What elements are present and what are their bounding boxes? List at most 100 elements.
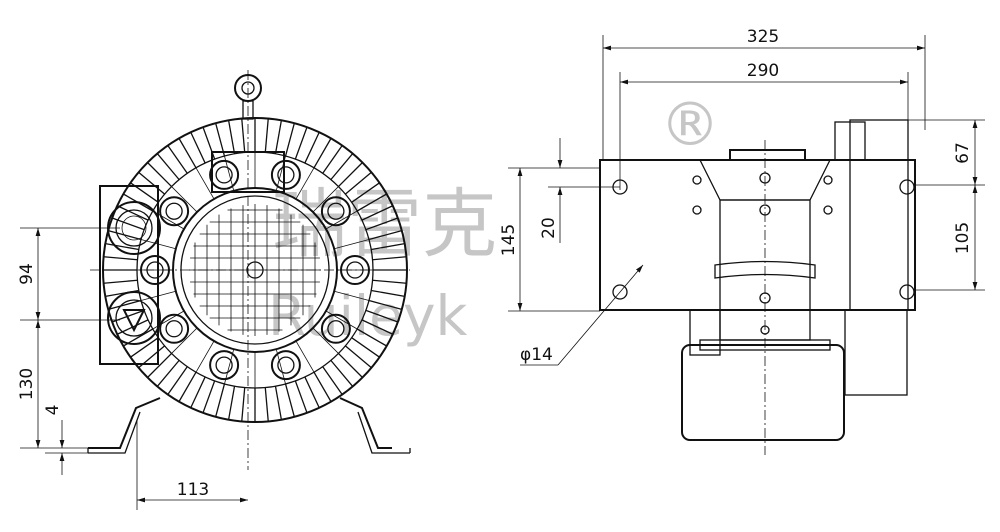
watermark-registered: ®: [660, 90, 720, 160]
fin: [344, 345, 372, 369]
mounting-feet: [88, 397, 392, 449]
fin: [365, 309, 399, 323]
fin: [138, 171, 166, 195]
mounting-flange: [599, 159, 916, 311]
bolt-boss: [320, 313, 351, 344]
fin: [330, 153, 354, 181]
port-flange: [99, 185, 159, 365]
fin: [371, 289, 405, 298]
dim-20: 20: [539, 217, 559, 239]
bolt-boss: [159, 313, 190, 344]
side-view: [599, 119, 916, 455]
rib: [312, 186, 339, 213]
fin: [361, 319, 394, 335]
fin: [190, 376, 206, 409]
rib: [195, 340, 215, 373]
mount-hole: [612, 284, 628, 300]
fin: [274, 386, 283, 420]
fin: [156, 153, 180, 181]
rib: [171, 186, 198, 213]
bolt-boss: [209, 159, 240, 190]
fin: [241, 387, 246, 422]
fin: [368, 230, 402, 241]
front-view: [87, 70, 411, 470]
motor-body: [681, 344, 845, 441]
fin: [351, 337, 380, 358]
terminal-box-side: [849, 119, 909, 311]
bolt-icon: [327, 320, 345, 338]
fin: [294, 380, 308, 414]
fin: [313, 371, 332, 402]
mount-hole: [899, 179, 915, 195]
rib: [325, 210, 358, 230]
bolt-icon: [277, 166, 295, 184]
bolt-icon: [327, 202, 345, 220]
fin: [294, 126, 308, 160]
dim-325: 325: [747, 27, 779, 47]
fin: [190, 131, 206, 164]
fin: [227, 386, 236, 420]
dim-67: 67: [953, 142, 973, 164]
bolt-icon: [165, 320, 183, 338]
dim-113: 113: [177, 480, 209, 500]
fin: [337, 352, 363, 378]
front-dimensions: 94 130 4 113: [17, 227, 248, 510]
mount-hole: [899, 284, 915, 300]
dim-130: 130: [17, 368, 37, 400]
fin: [372, 256, 407, 261]
fin: [103, 279, 138, 284]
rib: [312, 327, 339, 354]
rib: [295, 340, 315, 373]
bolt-icon: [215, 166, 233, 184]
fin: [264, 118, 269, 153]
fin: [365, 217, 399, 231]
fin: [108, 299, 142, 310]
dim-94: 94: [17, 263, 37, 285]
fin: [344, 171, 372, 195]
fin: [130, 337, 159, 358]
rib: [334, 290, 370, 301]
rib: [195, 167, 215, 200]
fin: [322, 366, 343, 395]
dim-290: 290: [747, 61, 779, 81]
fin: [356, 328, 387, 347]
fin: [116, 205, 149, 221]
fin: [284, 383, 295, 417]
fin: [371, 242, 405, 251]
fin: [178, 371, 197, 402]
fin: [304, 376, 320, 409]
fin: [147, 352, 173, 378]
fin: [241, 118, 246, 153]
fin: [227, 120, 236, 154]
bolt-icon: [277, 356, 295, 374]
bolt-icon: [215, 356, 233, 374]
fin: [178, 138, 197, 169]
fin: [304, 131, 320, 164]
fin: [313, 138, 332, 169]
fin: [372, 279, 407, 284]
fin: [105, 242, 139, 251]
fin: [337, 162, 363, 188]
fin: [274, 120, 283, 154]
bolt-boss: [270, 159, 301, 190]
fin: [147, 162, 173, 188]
fin: [264, 387, 269, 422]
bolt-boss: [159, 196, 190, 227]
fin: [361, 205, 394, 221]
rib: [334, 239, 370, 250]
fin: [215, 383, 226, 417]
dim-145: 145: [499, 224, 519, 256]
fin: [167, 366, 188, 395]
fin: [368, 299, 402, 310]
fin: [330, 359, 354, 387]
rib: [325, 310, 358, 330]
bolt-boss: [270, 350, 301, 381]
fin: [284, 123, 295, 157]
dim-hole-diameter: φ14: [520, 345, 553, 365]
bolt-boss: [320, 196, 351, 227]
fin: [322, 145, 343, 174]
watermark-chinese: 瑞雷克: [272, 180, 497, 268]
fin: [215, 123, 226, 157]
